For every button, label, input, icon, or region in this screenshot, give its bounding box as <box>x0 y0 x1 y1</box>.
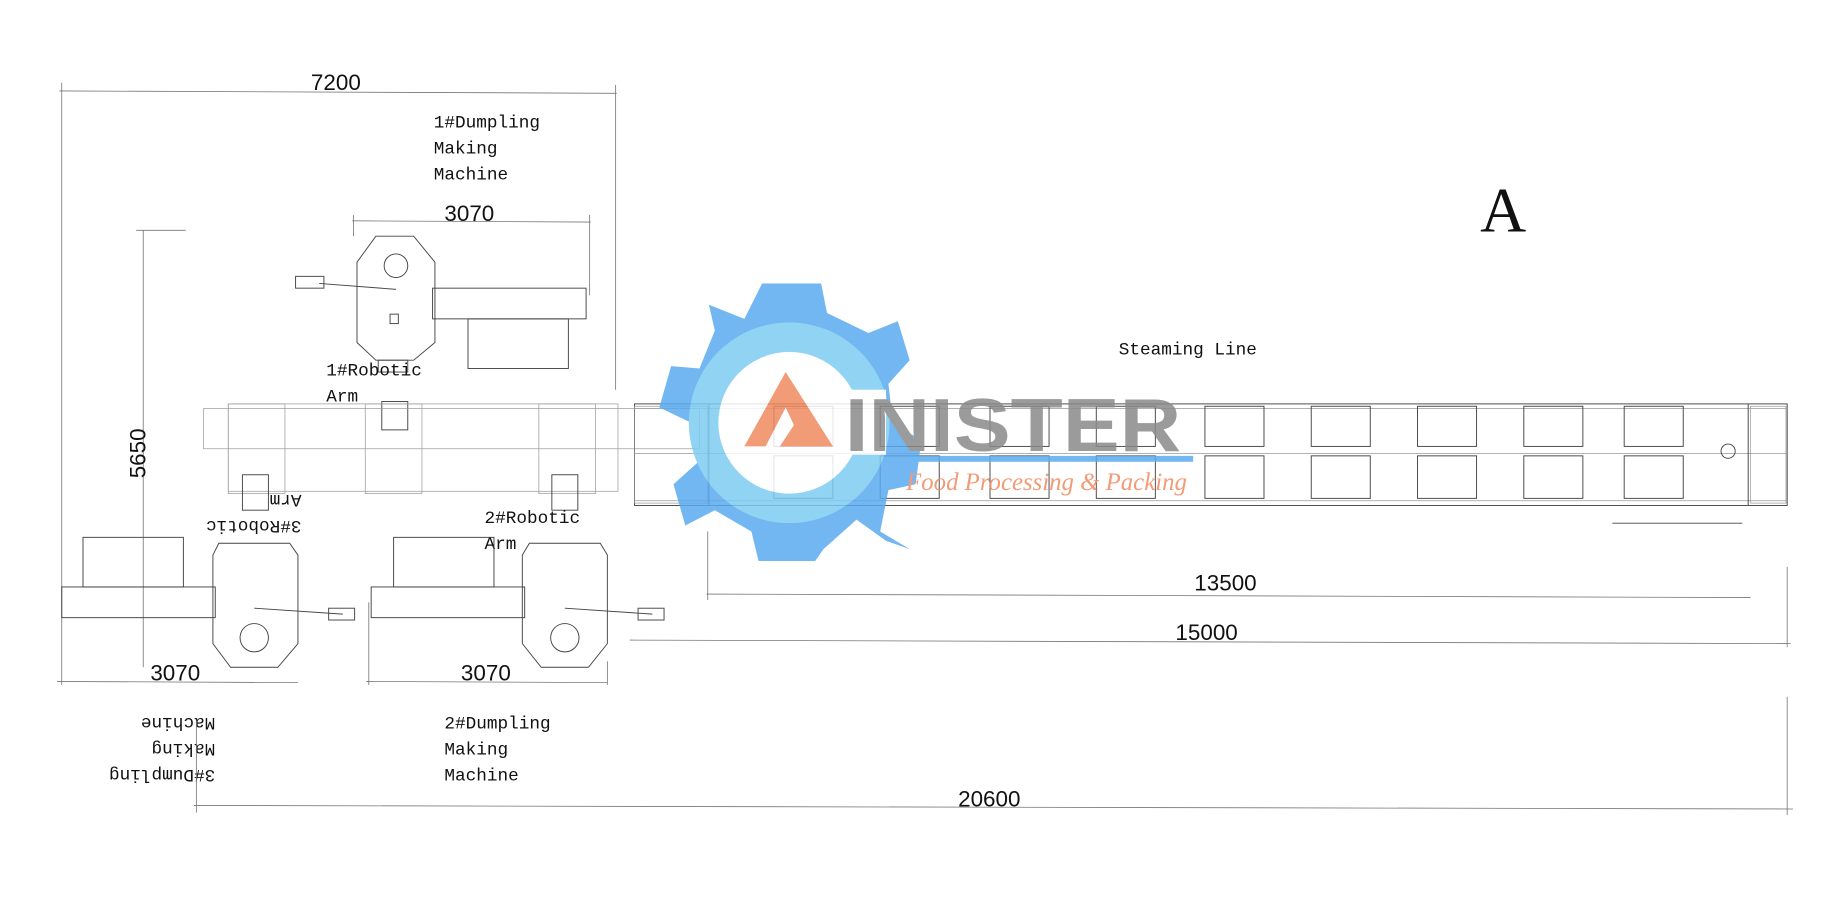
svg-text:INISTER: INISTER <box>845 384 1182 468</box>
arm1-label-line1: 1#Robotic <box>326 362 422 382</box>
watermark-tagline: Food Processing & Packing <box>905 469 1187 496</box>
dim-label-machine2: 3070 <box>461 660 511 685</box>
dimension-5650: 5650 <box>126 229 186 668</box>
machine3-label-line3: Machine <box>141 712 215 732</box>
dimension-20600: 20600 <box>194 696 1794 815</box>
dim-label-15000: 15000 <box>1175 620 1237 645</box>
dimension-7200: 7200 <box>59 70 617 685</box>
view-letter: A <box>1480 174 1526 245</box>
dumpling-machine-2: 3070 2#Dumpling Making Machine <box>366 536 665 787</box>
robotic-arm-2: 2#Robotic Arm <box>485 474 581 555</box>
arm2-label-line1: 2#Robotic <box>485 509 581 529</box>
dim-label-5650: 5650 <box>126 428 151 478</box>
arm3-label-line2: Arm <box>270 489 302 509</box>
machine1-label-line2: Making <box>434 140 498 160</box>
dim-label-7200: 7200 <box>311 70 361 95</box>
machine2-label-line3: Machine <box>444 767 518 787</box>
steaming-line-label: Steaming Line <box>1119 340 1257 360</box>
dimension-13500: 13500 <box>706 531 1751 600</box>
dim-label-machine1: 3070 <box>444 201 494 226</box>
machine3-label-line2: Making <box>152 738 216 758</box>
arm1-label-line2: Arm <box>326 388 358 408</box>
arm3-label-line1: 3#Robotic <box>206 515 302 535</box>
machine1-label-line3: Machine <box>434 166 508 186</box>
dumpling-machine-3: 3070 Machine Making 3#Dumpling <box>57 536 356 784</box>
dim-label-machine3: 3070 <box>150 660 200 685</box>
dimension-15000: 15000 <box>629 566 1791 648</box>
machine1-label-line1: 1#Dumpling <box>434 114 540 134</box>
robotic-arm-1: 1#Robotic Arm <box>326 362 422 431</box>
dim-label-13500: 13500 <box>1194 570 1256 595</box>
watermark-logo: INISTER Food Processing & Packing <box>659 283 1194 561</box>
transfer-conveyor <box>203 403 700 495</box>
machine2-label-line2: Making <box>444 741 508 761</box>
dim-label-20600: 20600 <box>958 787 1020 812</box>
dumpling-machine-1: 1#Dumpling Making Machine 3070 <box>295 114 591 373</box>
machine3-label-line1: 3#Dumpling <box>109 764 215 784</box>
arm2-label-line2: Arm <box>485 535 517 555</box>
robotic-arm-3: 3#Robotic Arm <box>206 474 302 535</box>
machine2-label-line1: 2#Dumpling <box>444 715 550 735</box>
